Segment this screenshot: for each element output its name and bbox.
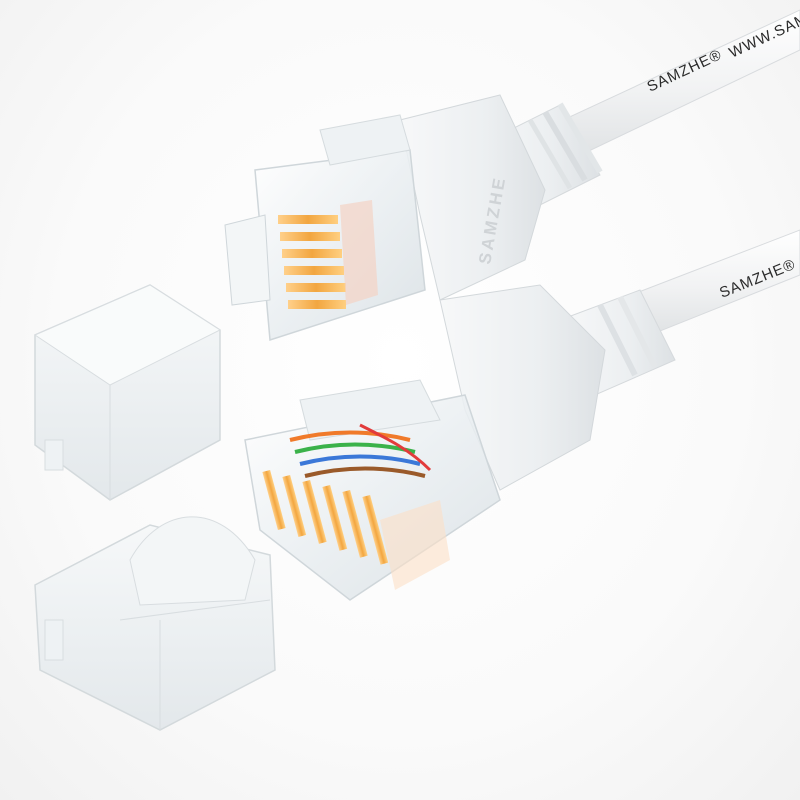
lower-gold-contacts bbox=[262, 469, 389, 565]
upper-gold-contacts bbox=[278, 215, 346, 309]
dust-cap-bottom bbox=[34, 516, 276, 731]
upper-rj45-connector: SAMZHE bbox=[224, 94, 546, 342]
dust-cap-top bbox=[33, 284, 222, 501]
lower-rj45-connector bbox=[244, 284, 606, 601]
lower-colored-wires bbox=[289, 423, 432, 478]
